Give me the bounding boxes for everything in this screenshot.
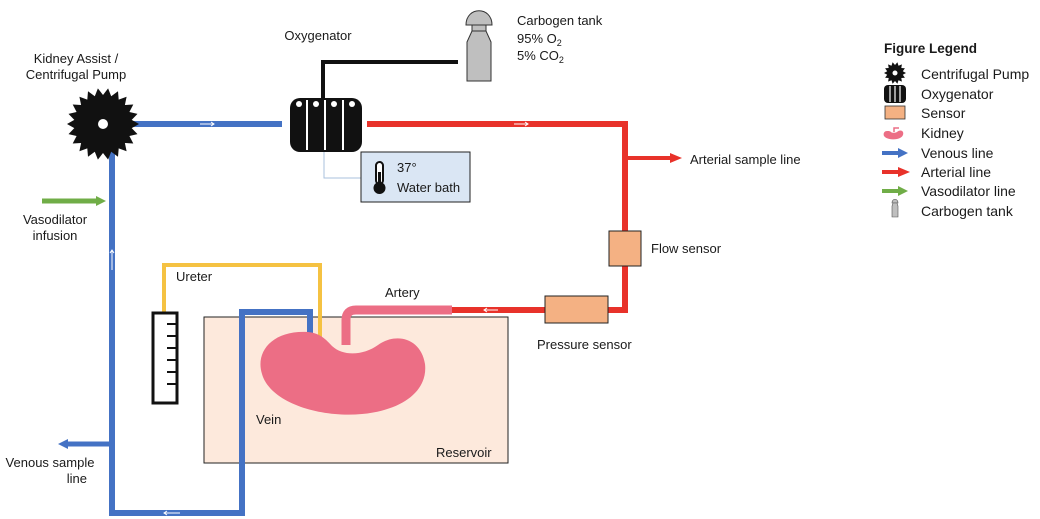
venous-flow-arrows [109, 121, 215, 516]
legend-label-oxygenator: Oxygenator [921, 86, 994, 102]
legend-sensor-icon [884, 105, 906, 120]
arterial-flow-arrows [483, 121, 529, 313]
urine-collector [151, 311, 179, 405]
vasodilator-label-line2: infusion [33, 228, 78, 243]
legend-label-sensor: Sensor [921, 105, 966, 121]
centrifugal-pump [67, 88, 139, 160]
venous-sample-label: Venous sample line [6, 455, 95, 486]
tank-label-o2: 95% O2 [517, 31, 562, 48]
ureter-line [162, 263, 322, 338]
gear-hub [892, 70, 898, 76]
kidney [260, 331, 426, 415]
legend-title: Figure Legend [884, 41, 977, 56]
legend-label-venous-line: Venous line [921, 145, 994, 161]
vein-label: Vein [256, 412, 281, 427]
legend-label-carbogen-tank: Carbogen tank [921, 203, 1014, 219]
water-bath-label: Water bath [397, 180, 460, 195]
pump-label-line1: Kidney Assist / [34, 51, 119, 66]
artery-label: Artery [385, 285, 420, 300]
water-bath-connection [323, 152, 361, 179]
pressure-sensor-label: Pressure sensor [537, 337, 632, 352]
arterial-line [367, 121, 628, 313]
venous-sample-label-line1: Venous sample [6, 455, 95, 470]
tank-label-co2: 5% CO2 [517, 48, 564, 65]
legend-label-arterial-line: Arterial line [921, 164, 991, 180]
vasodilator-label: Vasodilator infusion [23, 212, 88, 243]
ureter-label: Ureter [176, 269, 213, 284]
carbogen-gas-line [321, 60, 458, 98]
legend-kidney-icon [883, 127, 904, 140]
legend-tank-icon [891, 198, 899, 218]
legend-label-kidney: Kidney [921, 125, 964, 141]
legend-oxygenator-icon [884, 85, 906, 103]
thermometer-icon [373, 161, 386, 194]
venous-sample-label-line2: line [67, 471, 87, 486]
arterial-sample-label: Arterial sample line [690, 152, 801, 167]
oxygenator-label: Oxygenator [284, 28, 352, 43]
legend-gear-icon [884, 62, 906, 84]
vasodilator-label-line1: Vasodilator [23, 212, 88, 227]
reservoir-label: Reservoir [436, 445, 492, 460]
flow-sensor [608, 230, 642, 267]
flow-sensor-label: Flow sensor [651, 241, 722, 256]
tank-label-line1: Carbogen tank [517, 13, 603, 28]
oxygenator [290, 98, 362, 152]
gear-hub [98, 119, 108, 129]
water-bath-temp: 37° [397, 160, 417, 175]
pressure-sensor [544, 295, 609, 324]
legend-label-centrifugal-pump: Centrifugal Pump [921, 66, 1029, 82]
legend-label-vasodilator-line: Vasodilator line [921, 183, 1016, 199]
pump-label: Kidney Assist / Centrifugal Pump [26, 51, 126, 82]
figure-legend: Figure Legend Centrifugal Pump Oxygenato… [882, 41, 1029, 219]
artery [341, 305, 452, 345]
carbogen-tank [465, 10, 493, 82]
carbogen-tank-label: Carbogen tank 95% O2 5% CO2 [517, 13, 603, 65]
pump-label-line2: Centrifugal Pump [26, 67, 126, 82]
